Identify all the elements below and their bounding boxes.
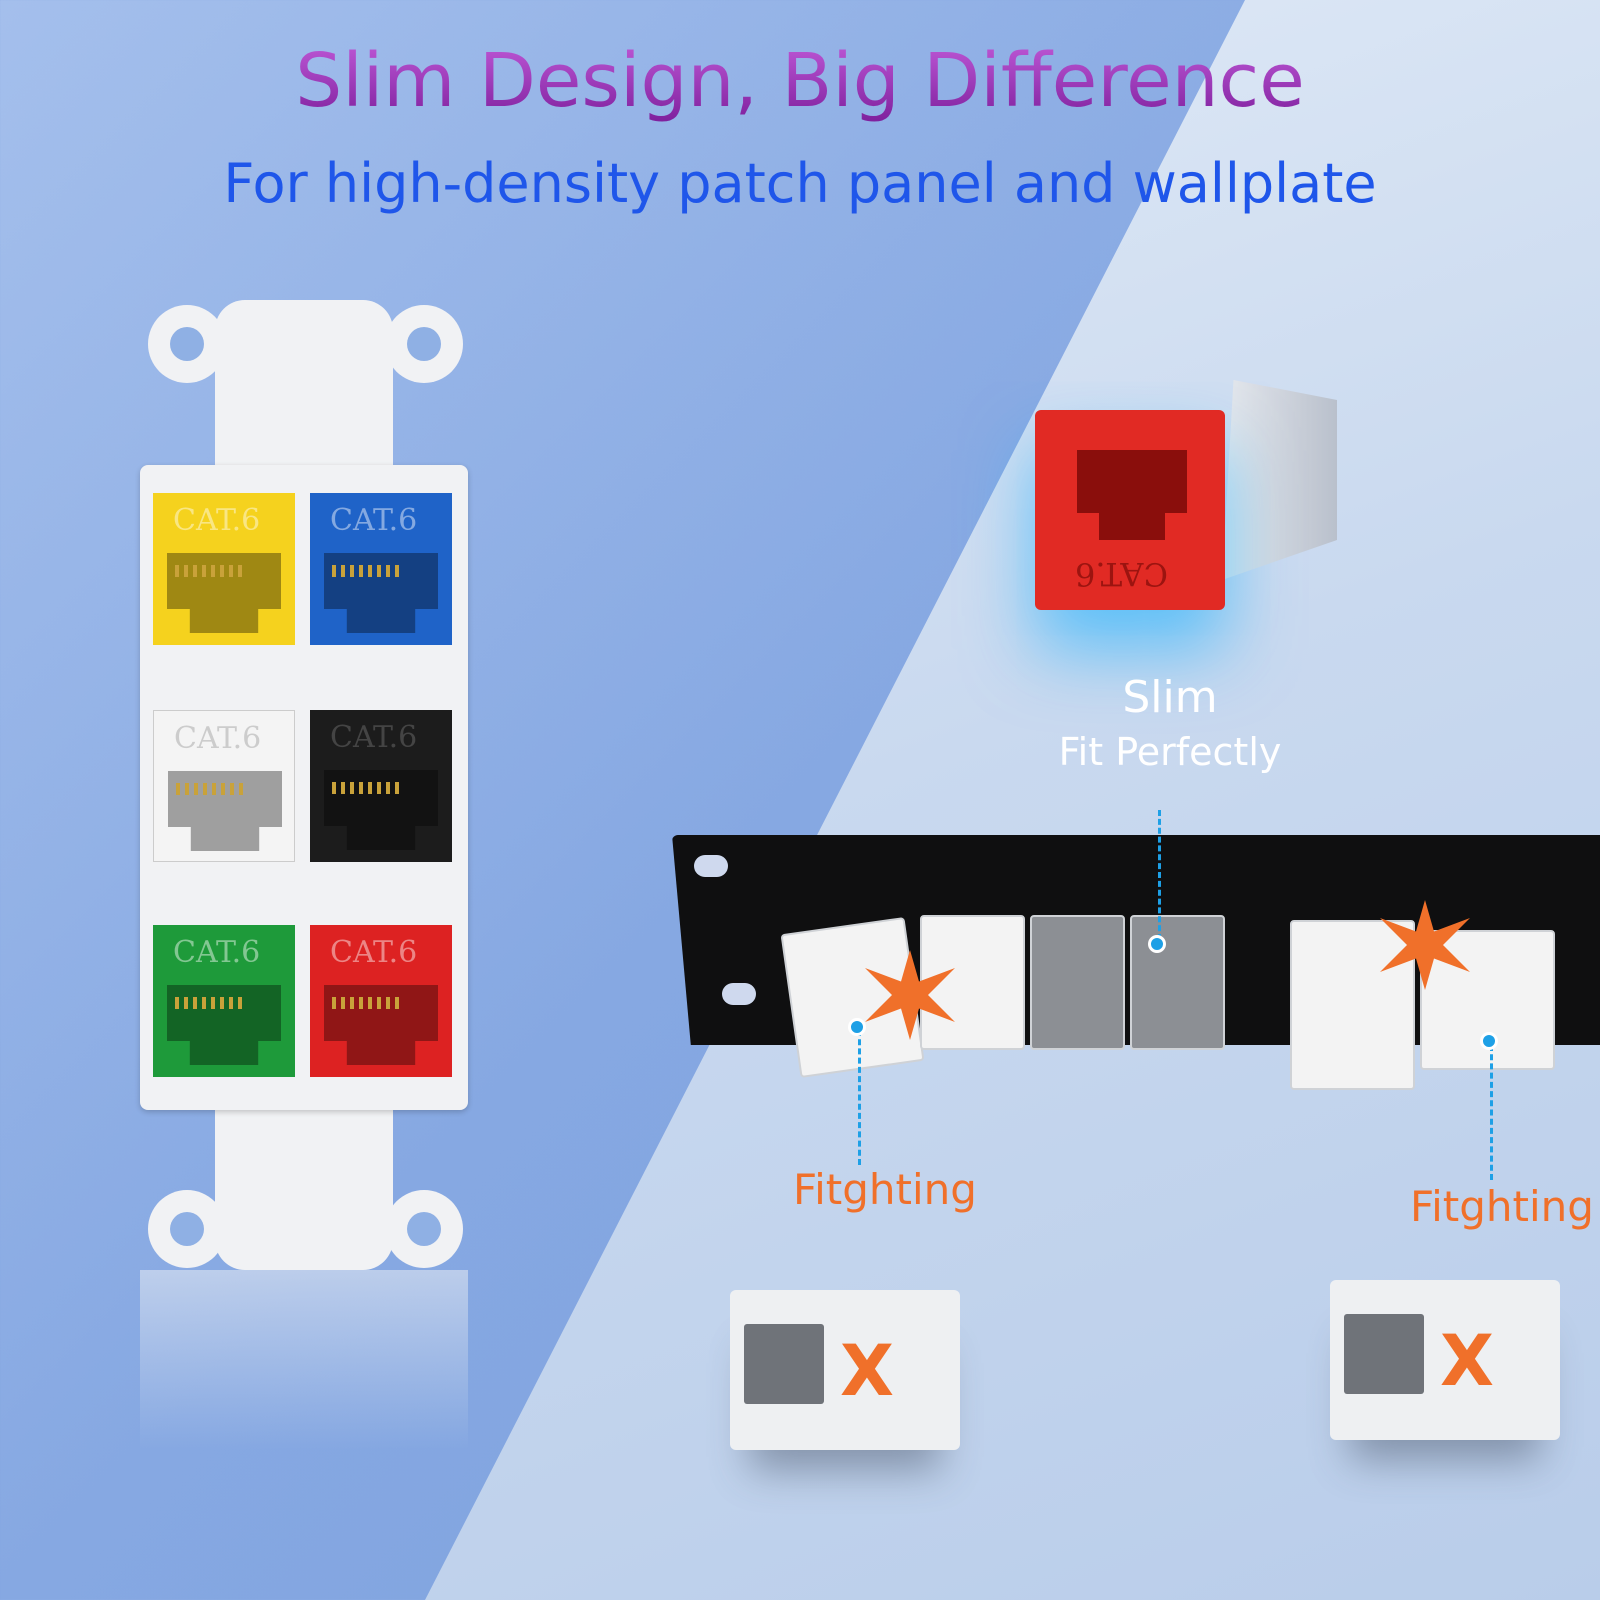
panel-hole-icon	[722, 983, 756, 1005]
bulky-keystone-module	[1290, 920, 1415, 1090]
pins-icon	[332, 997, 402, 1009]
marker-dot-icon	[848, 1018, 866, 1036]
jack-label: CAT.6	[330, 720, 418, 755]
panel-hole-icon	[694, 855, 728, 877]
jack-green: CAT.6	[153, 925, 295, 1077]
jack-white: CAT.6	[153, 710, 295, 862]
x-mark-icon: X	[840, 1330, 894, 1412]
fighting-label-right: Fitghting	[1410, 1182, 1594, 1231]
x-mark-icon: X	[1440, 1320, 1494, 1402]
slim-caption: Fit Perfectly	[1058, 730, 1282, 774]
mount-hole-icon	[148, 305, 226, 383]
mount-hole-icon	[385, 1190, 463, 1268]
jack-red: CAT.6	[310, 925, 452, 1077]
rj45-port-icon	[1344, 1314, 1424, 1394]
jack-blue: CAT.6	[310, 493, 452, 645]
pins-icon	[332, 782, 402, 794]
rj45-port-icon	[1077, 450, 1187, 540]
bulky-keystone-right: X	[1330, 1280, 1560, 1440]
pins-icon	[176, 783, 246, 795]
wallplate-bottom-tab	[215, 1100, 393, 1270]
page-subtitle: For high-density patch panel and wallpla…	[223, 152, 1377, 215]
wallplate-top-tab	[215, 300, 393, 475]
slim-title: Slim	[1122, 672, 1218, 723]
page-title: Slim Design, Big Difference	[0, 38, 1600, 124]
marker-dot-icon	[1480, 1032, 1498, 1050]
jack-black: CAT.6	[310, 710, 452, 862]
mount-hole-icon	[148, 1190, 226, 1268]
pins-icon	[175, 997, 245, 1009]
fighting-label-left: Fitghting	[793, 1165, 977, 1214]
pins-icon	[332, 565, 402, 577]
jack-label: CAT.6	[330, 503, 418, 538]
jack-label: CAT.6	[173, 935, 261, 970]
keystone-label: CAT.6	[1075, 555, 1169, 593]
bulky-keystone-left: X	[730, 1290, 960, 1450]
pins-icon	[175, 565, 245, 577]
jack-label: CAT.6	[174, 721, 262, 756]
wallplate-reflection	[140, 1270, 468, 1450]
dashed-line	[1490, 1045, 1493, 1180]
jack-label: CAT.6	[173, 503, 261, 538]
jack-yellow: CAT.6	[153, 493, 295, 645]
dashed-line	[1158, 810, 1161, 940]
mount-hole-icon	[385, 305, 463, 383]
slim-keystone-jack: CAT.6	[1035, 410, 1225, 610]
wallplate-body: CAT.6 CAT.6 CAT.6 CAT.6 CAT.6 CAT.6	[140, 465, 468, 1110]
marker-dot-icon	[1148, 935, 1166, 953]
dashed-line	[858, 1030, 861, 1165]
slim-keystone-module	[1030, 915, 1125, 1050]
slim-keystone-module	[1130, 915, 1225, 1050]
rj45-port-icon	[744, 1324, 824, 1404]
jack-label: CAT.6	[330, 935, 418, 970]
